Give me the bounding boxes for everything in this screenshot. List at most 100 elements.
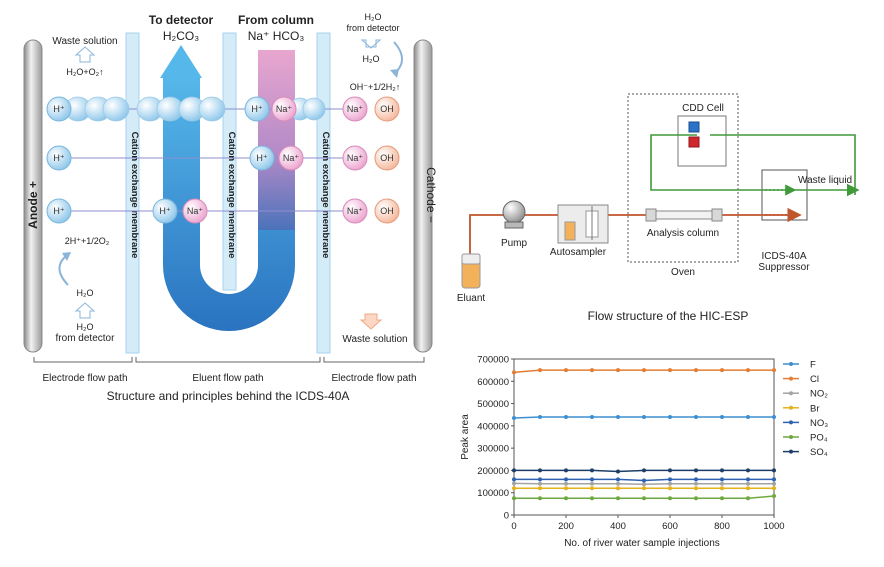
y-tick-label: 300000 [477, 444, 509, 455]
cathode-label: Cathode − [424, 167, 438, 223]
data-point [512, 496, 516, 501]
svg-text:H⁺: H⁺ [251, 104, 262, 114]
svg-text:Na⁺: Na⁺ [187, 206, 204, 216]
to-detector-label: To detector [149, 13, 214, 27]
data-point [772, 477, 776, 482]
cdd-cell-electrode-top [688, 121, 700, 133]
to-detector-arrow [160, 45, 202, 78]
data-point [512, 486, 516, 491]
oven-label: Oven [671, 267, 695, 278]
y-tick-label: 0 [504, 511, 509, 522]
data-point [590, 486, 594, 491]
h-ion [249, 145, 275, 171]
pump-icon [502, 200, 526, 224]
data-point [642, 368, 646, 373]
anode-label: Anode + [26, 181, 40, 229]
bottom-right-waste-label: Waste solution [342, 334, 407, 345]
data-point [616, 496, 620, 501]
oh-ion [374, 198, 400, 224]
x-tick-label: 800 [714, 521, 730, 532]
svg-text:H⁺: H⁺ [53, 206, 64, 216]
data-point [720, 477, 724, 482]
data-point [694, 468, 698, 473]
data-point [512, 468, 516, 473]
data-point [772, 486, 776, 491]
data-point [746, 481, 750, 486]
legend-marker [789, 449, 793, 454]
data-point [590, 496, 594, 501]
cdd-cell-electrode-bottom [688, 136, 700, 148]
data-point [590, 468, 594, 473]
na-ion [342, 198, 368, 224]
data-point [772, 468, 776, 473]
data-point [746, 368, 750, 373]
x-axis-label: No. of river water sample injections [564, 538, 720, 549]
data-point [746, 486, 750, 491]
na-ion [342, 145, 368, 171]
eluant-label: Eluant [457, 293, 486, 304]
data-point [512, 370, 516, 375]
data-point [590, 477, 594, 482]
data-point [642, 468, 646, 473]
na-ion [182, 198, 208, 224]
suppressor-label: Suppressor [758, 262, 810, 273]
data-point [668, 486, 672, 491]
top-right-reaction: OH⁻+1/2H₂↑ [350, 82, 401, 92]
data-point [668, 477, 672, 482]
data-point [694, 477, 698, 482]
to-detector-formula: H₂CO₃ [163, 29, 199, 43]
data-point [564, 414, 568, 419]
data-point [720, 481, 724, 486]
svg-text:H⁺: H⁺ [53, 153, 64, 163]
cdd-cell-box [677, 115, 727, 167]
x-tick-label: 600 [662, 521, 678, 532]
y-axis-label: Peak area [460, 414, 471, 460]
data-point [512, 477, 516, 482]
oh-ion [374, 96, 400, 122]
legend-marker [789, 420, 793, 425]
membrane-label-3: Cation exchange membrane [320, 132, 331, 259]
data-point [746, 414, 750, 419]
hydrogen-bubble-chain [64, 96, 326, 122]
detector-flow-line [650, 134, 860, 197]
data-point [694, 368, 698, 373]
legend-label: F [810, 360, 816, 371]
bottom-left-from-detector: from detector [56, 333, 116, 344]
y-tick-label: 500000 [477, 399, 509, 410]
y-tick-label: 400000 [477, 421, 509, 432]
plot-frame [513, 358, 775, 516]
svg-text:Na⁺: Na⁺ [276, 104, 293, 114]
cathode-electrode [413, 39, 433, 353]
legend-marker [789, 435, 793, 439]
up-arrow-icon [74, 46, 96, 63]
svg-text:H₂O: H₂O [77, 322, 94, 332]
data-point [616, 469, 620, 474]
y-tick-label: 700000 [477, 355, 509, 366]
eluent-down-channel [258, 50, 295, 240]
hic-esp-flow-diagram: CDD Cell Waste liquid Eluant Pump Autosa… [457, 93, 860, 323]
suppressor-model-label: ICDS-40A [761, 251, 806, 262]
data-point [616, 486, 620, 491]
svg-text:Na⁺: Na⁺ [283, 153, 300, 163]
data-point [590, 481, 594, 486]
svg-text:Na⁺: Na⁺ [347, 104, 364, 114]
data-point [694, 414, 698, 419]
data-point [772, 368, 776, 373]
membrane-label-2: Cation exchange membrane [226, 132, 237, 259]
data-point [694, 486, 698, 491]
flow-diagram-caption: Flow structure of the HIC-ESP [588, 309, 749, 323]
top-left-waste-label: Waste solution [52, 36, 117, 47]
bottom-left-reaction: 2H⁺+1/2O₂ [65, 236, 110, 246]
data-point [512, 416, 516, 421]
data-point [720, 496, 724, 501]
svg-text:H⁺: H⁺ [53, 104, 64, 114]
svg-text:H⁺: H⁺ [256, 153, 267, 163]
h-ion [46, 96, 72, 122]
x-tick-label: 400 [610, 521, 626, 532]
data-point [538, 368, 542, 373]
waste-liquid-label: Waste liquid [798, 175, 852, 186]
right-electrode-path-label: Electrode flow path [331, 373, 416, 384]
data-point [564, 496, 568, 501]
legend-marker [789, 376, 793, 381]
